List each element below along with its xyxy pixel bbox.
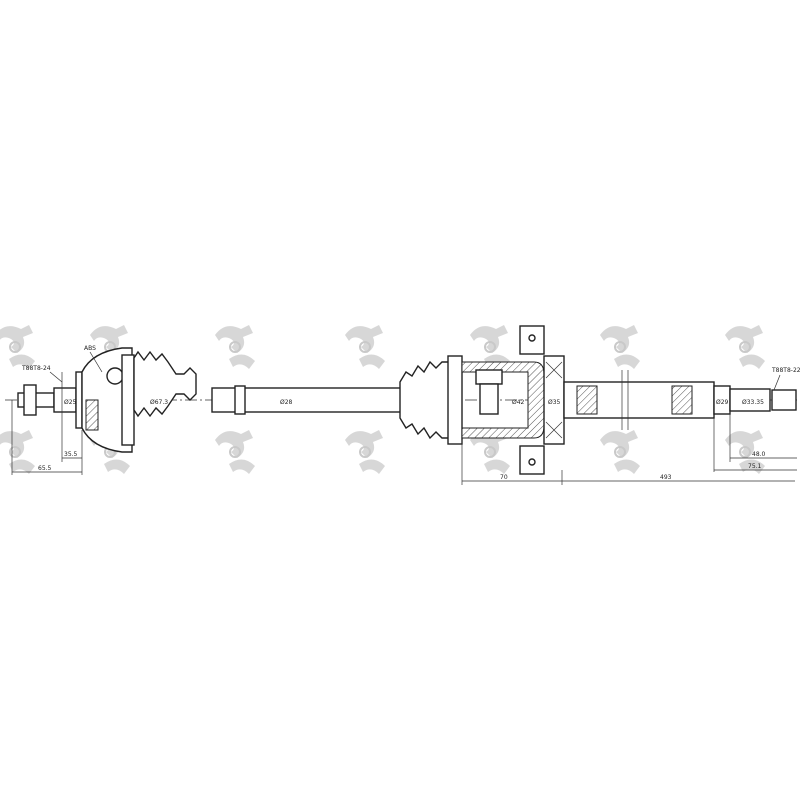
inner-stub-dia: Ø33.35 xyxy=(742,399,764,406)
inner-len-short: 48.0 xyxy=(752,451,766,458)
outer-cv-dia: Ø67.3 xyxy=(150,399,168,406)
inner-thread-label: T88T8-22 xyxy=(771,367,801,374)
right-section-len: 493 xyxy=(660,474,672,481)
outer-thread-label: T88T8-24 xyxy=(21,365,51,372)
inner-spline-dia: Ø29 xyxy=(716,399,729,406)
inner-cup-dia: Ø42 xyxy=(512,399,525,406)
outer-len-long: 65.5 xyxy=(38,465,52,472)
bearing-dia: Ø35 xyxy=(548,399,561,406)
outer-stub-dia: Ø25 xyxy=(64,399,77,406)
shaft-dia: Ø28 xyxy=(280,399,293,406)
inner-section-len: 70 xyxy=(500,474,508,481)
inner-boot xyxy=(399,360,453,440)
dimension-lines xyxy=(11,351,797,485)
outer-len-short: 35.5 xyxy=(64,451,78,458)
inner-tripod-joint xyxy=(447,325,565,475)
intermediate-shaft xyxy=(563,370,797,430)
outer-boot xyxy=(133,350,197,418)
outer-cv-joint xyxy=(81,347,135,453)
abs-ring-label: ABS xyxy=(84,345,96,352)
inner-len-long: 75.1 xyxy=(748,463,762,470)
